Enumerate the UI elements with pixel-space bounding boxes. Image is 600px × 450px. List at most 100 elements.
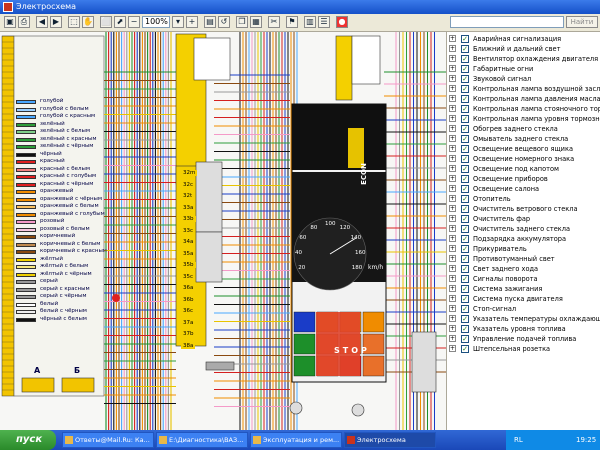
expand-icon[interactable]: + <box>449 215 456 222</box>
forward-icon[interactable]: ▶ <box>50 16 62 28</box>
checkbox[interactable]: ✓ <box>461 115 469 123</box>
system-item[interactable]: +✓Контрольная лампа стояночного тормоза <box>449 104 600 114</box>
expand-icon[interactable]: + <box>449 45 456 52</box>
expand-icon[interactable]: + <box>449 235 456 242</box>
checkbox[interactable]: ✓ <box>461 175 469 183</box>
expand-icon[interactable]: + <box>449 115 456 122</box>
expand-icon[interactable]: + <box>449 145 456 152</box>
zoom-select[interactable]: 100% <box>142 16 170 28</box>
system-item[interactable]: +✓Свет заднего хода <box>449 264 599 274</box>
system-item[interactable]: +✓Освещение номерного знака <box>449 154 599 164</box>
checkbox[interactable]: ✓ <box>461 225 469 233</box>
start-button[interactable]: пуск <box>0 430 56 450</box>
expand-icon[interactable]: + <box>449 205 456 212</box>
system-item[interactable]: +✓Освещение вещевого ящика <box>449 144 599 154</box>
system-item[interactable]: +✓Габаритные огни <box>449 64 599 74</box>
checkbox[interactable]: ✓ <box>461 35 469 43</box>
checkbox[interactable]: ✓ <box>461 345 469 353</box>
checkbox[interactable]: ✓ <box>461 145 469 153</box>
system-item[interactable]: +✓Аварийная сигнализация <box>449 34 599 44</box>
hand-icon[interactable]: ✋ <box>82 16 94 28</box>
expand-icon[interactable]: + <box>449 185 456 192</box>
zoom-out-icon[interactable]: − <box>128 16 140 28</box>
checkbox[interactable]: ✓ <box>461 55 469 63</box>
checkbox[interactable]: ✓ <box>461 165 469 173</box>
system-item[interactable]: +✓Отопитель <box>449 194 599 204</box>
system-item[interactable]: +✓Освещение салона <box>449 184 599 194</box>
checkbox[interactable]: ✓ <box>461 75 469 83</box>
expand-icon[interactable]: + <box>449 95 456 102</box>
system-item[interactable]: +✓Контрольная лампа давления масла <box>449 94 600 104</box>
checkbox[interactable]: ✓ <box>461 305 469 313</box>
system-item[interactable]: +✓Освещение приборов <box>449 174 599 184</box>
checkbox[interactable]: ✓ <box>461 195 469 203</box>
checkbox[interactable]: ✓ <box>461 275 469 283</box>
system-item[interactable]: +✓Очиститель ветрового стекла <box>449 204 599 214</box>
zoom-in-icon[interactable]: + <box>186 16 198 28</box>
checkbox[interactable]: ✓ <box>461 205 469 213</box>
expand-icon[interactable]: + <box>449 245 456 252</box>
bookmark-icon[interactable]: ⚑ <box>286 16 298 28</box>
cut-icon[interactable]: ✂ <box>268 16 280 28</box>
checkbox[interactable]: ✓ <box>461 85 469 93</box>
grid-icon[interactable]: ▥ <box>304 16 316 28</box>
find-button[interactable]: Найти <box>566 16 598 28</box>
system-item[interactable]: +✓Контрольная лампа воздушной заслонки к… <box>449 84 600 94</box>
checkbox[interactable]: ✓ <box>461 215 469 223</box>
system-item[interactable]: +✓Противотуманный свет <box>449 254 599 264</box>
expand-icon[interactable]: + <box>449 255 456 262</box>
checkbox[interactable]: ✓ <box>461 135 469 143</box>
system-item[interactable]: +✓Указатель температуры охлаждающей жидк… <box>449 314 600 324</box>
expand-icon[interactable]: + <box>449 265 456 272</box>
expand-icon[interactable]: + <box>449 325 456 332</box>
system-item[interactable]: +✓Очиститель заднего стекла <box>449 224 599 234</box>
task-mail[interactable]: Ответы@Mail.Ru: Ка... <box>62 432 154 448</box>
checkbox[interactable]: ✓ <box>461 105 469 113</box>
checkbox[interactable]: ✓ <box>461 45 469 53</box>
checkbox[interactable]: ✓ <box>461 295 469 303</box>
system-item[interactable]: +✓Система пуска двигателя <box>449 294 599 304</box>
system-item[interactable]: +✓Звуковой сигнал <box>449 74 599 84</box>
system-item[interactable]: +✓Контрольная лампа уровня тормозной жид… <box>449 114 600 124</box>
system-item[interactable]: +✓Сигналы поворота <box>449 274 599 284</box>
task-folder[interactable]: E:\Диагностика\ВАЗ... <box>156 432 248 448</box>
checkbox[interactable]: ✓ <box>461 265 469 273</box>
system-item[interactable]: +✓Освещение под капотом <box>449 164 599 174</box>
checkbox[interactable]: ✓ <box>461 65 469 73</box>
checkbox[interactable]: ✓ <box>461 285 469 293</box>
system-item[interactable]: +✓Вентилятор охлаждения двигателя <box>449 54 599 64</box>
task-wiring[interactable]: Электросхема <box>344 432 436 448</box>
system-item[interactable]: +✓Прикуриватель <box>449 244 599 254</box>
expand-icon[interactable]: + <box>449 315 456 322</box>
language-indicator[interactable]: RL <box>514 436 523 444</box>
system-item[interactable]: +✓Подзарядка аккумулятора <box>449 234 599 244</box>
expand-icon[interactable]: + <box>449 195 456 202</box>
expand-icon[interactable]: + <box>449 85 456 92</box>
page-icon[interactable]: ▤ <box>204 16 216 28</box>
system-item[interactable]: +✓Ближний и дальний свет <box>449 44 599 54</box>
checkbox[interactable]: ✓ <box>461 155 469 163</box>
checkbox[interactable]: ✓ <box>461 255 469 263</box>
expand-icon[interactable]: + <box>449 135 456 142</box>
pointer-icon[interactable]: ⬈ <box>114 16 126 28</box>
checkbox[interactable]: ✓ <box>461 235 469 243</box>
expand-icon[interactable]: + <box>449 155 456 162</box>
expand-icon[interactable]: + <box>449 285 456 292</box>
system-item[interactable]: +✓Омыватель заднего стекла <box>449 134 599 144</box>
task-manual[interactable]: Эксплуатация и рем... <box>250 432 342 448</box>
checkbox[interactable]: ✓ <box>461 335 469 343</box>
expand-icon[interactable]: + <box>449 295 456 302</box>
expand-icon[interactable]: + <box>449 305 456 312</box>
expand-icon[interactable]: + <box>449 35 456 42</box>
expand-icon[interactable]: + <box>449 175 456 182</box>
expand-icon[interactable]: + <box>449 75 456 82</box>
print-icon[interactable]: ⎙ <box>18 16 30 28</box>
back-icon[interactable]: ◀ <box>36 16 48 28</box>
checkbox[interactable]: ✓ <box>461 325 469 333</box>
select-icon[interactable]: ⬜ <box>100 16 112 28</box>
copy-icon[interactable]: ❐ <box>236 16 248 28</box>
layers-icon[interactable]: ☰ <box>318 16 330 28</box>
system-item[interactable]: +✓Указатель уровня топлива <box>449 324 599 334</box>
expand-icon[interactable]: + <box>449 65 456 72</box>
